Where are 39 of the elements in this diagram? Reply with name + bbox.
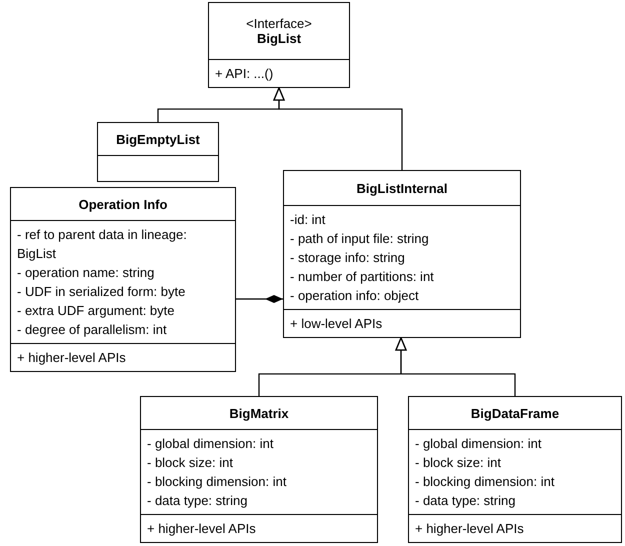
class-name: BigEmptyList	[116, 132, 200, 146]
member-text: - number of partitions: int	[290, 268, 434, 286]
class-box	[283, 170, 521, 338]
member-text: - ref to parent data in lineage: BigList	[17, 226, 188, 263]
member-text: - operation info: object	[290, 287, 419, 305]
composition-connector	[236, 295, 283, 303]
class-name: Operation Info	[78, 196, 168, 212]
member-text: + higher-level APIs	[17, 349, 126, 367]
class-name: BigMatrix	[229, 406, 289, 420]
class-name: BigListInternal	[356, 180, 448, 196]
inheritance-arrow	[395, 337, 516, 396]
member-text: + higher-level APIs	[415, 520, 524, 538]
stereotype-label: <Interface>	[246, 16, 312, 31]
member-text: - block size: int	[415, 454, 501, 472]
member-text: - blocking dimension: int	[147, 473, 286, 491]
member-text: + higher-level APIs	[147, 520, 256, 538]
member-text: + API: ...()	[215, 65, 274, 83]
member-text: - UDF in serialized form: byte	[17, 283, 186, 301]
class-box	[208, 2, 350, 88]
member-text: - block size: int	[147, 454, 233, 472]
member-text: -id: int	[290, 211, 326, 229]
member-text: - blocking dimension: int	[415, 473, 554, 491]
class-box	[408, 396, 622, 543]
member-text: - path of input file: string	[290, 230, 429, 248]
class-box	[97, 122, 219, 182]
class-name: BigDataFrame	[470, 406, 560, 420]
member-text: - data type: string	[415, 492, 516, 510]
member-text: - global dimension: int	[415, 435, 542, 453]
member-text: + low-level APIs	[290, 315, 382, 333]
member-text: - data type: string	[147, 492, 248, 510]
class-name: BigList	[256, 31, 302, 46]
member-text: - degree of parallelism: int	[17, 321, 167, 339]
member-text: - global dimension: int	[147, 435, 274, 453]
inheritance-arrow	[273, 87, 403, 170]
member-text: - extra UDF argument: byte	[17, 302, 174, 320]
member-text: - operation name: string	[17, 264, 154, 282]
member-text: - storage info: string	[290, 249, 405, 267]
class-box	[140, 396, 378, 543]
class-box	[10, 187, 236, 372]
